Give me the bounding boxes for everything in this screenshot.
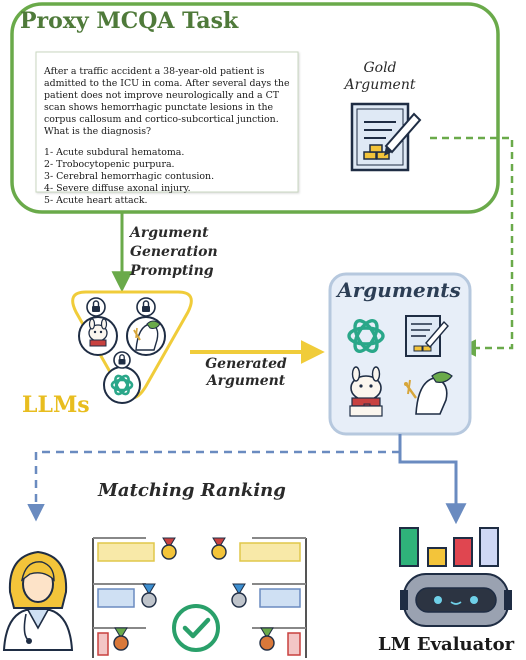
rank-bar-right-2 (259, 588, 301, 608)
llama-model-icon (78, 316, 118, 356)
openai-model-icon (103, 366, 141, 404)
llms-label: LLMs (22, 392, 90, 418)
medical-model-icon (126, 316, 166, 356)
answer-option: 5- Acute heart attack. (44, 195, 148, 206)
gold-argument-label: Gold Argument (344, 60, 416, 93)
medical-padlock-badge (136, 297, 156, 317)
lm-evaluator-icon (399, 527, 512, 627)
silver-medal-right-icon (231, 583, 247, 608)
gold-medal-left-icon (161, 537, 177, 560)
to-expert-arrow (27, 450, 400, 522)
openai-padlock-badge (113, 351, 131, 369)
rank-bar-left-3 (97, 632, 109, 656)
lm-evaluator-label: LM Evaluator (378, 634, 515, 655)
task-title: Proxy MCQA Task (20, 8, 239, 34)
generated-argument-label: Generated Argument (205, 356, 287, 389)
answer-option: 4- Severe diffuse axonal injury. (44, 183, 191, 194)
gold-argument-icon (350, 102, 422, 172)
gold-to-arguments-arrow (430, 136, 514, 357)
bronze-medal-right-icon (259, 627, 275, 651)
argument-gold-document-icon (405, 315, 449, 357)
question-text: After a traffic accident a 38-year-old p… (44, 66, 290, 137)
arguments-to-evaluator-arrow (398, 434, 467, 525)
argument-openai-icon (347, 319, 385, 353)
answer-option: 2- Trobocytopenic purpura. (44, 159, 175, 170)
silver-medal-left-icon (141, 583, 157, 608)
rank-bar-left-2 (97, 588, 135, 608)
answer-options: 1- Acute subdural hematoma. 2- Trobocyto… (44, 147, 290, 207)
argument-generation-prompting-label: Argument Generation Prompting (130, 225, 218, 279)
argument-llama-icon (349, 366, 383, 417)
rank-bar-left-1 (97, 542, 155, 562)
gold-medal-right-icon (211, 537, 227, 560)
answer-option: 1- Acute subdural hematoma. (44, 147, 185, 158)
answer-option: 3- Cerebral hemorrhagic contusion. (44, 171, 215, 182)
ranking-board (92, 537, 307, 658)
match-check-icon (172, 604, 220, 652)
matching-ranking-label: Matching Ranking (98, 480, 286, 501)
bronze-medal-left-icon (113, 627, 129, 651)
argument-medical-icon (404, 371, 453, 415)
mcqa-question-card: After a traffic accident a 38-year-old p… (44, 66, 290, 207)
arguments-title: Arguments (337, 278, 461, 302)
rank-bar-right-3 (287, 632, 301, 656)
medical-expert-icon (2, 550, 74, 651)
rank-bar-right-1 (239, 542, 301, 562)
question-panel (35, 51, 299, 193)
llama-padlock-badge (86, 297, 106, 317)
